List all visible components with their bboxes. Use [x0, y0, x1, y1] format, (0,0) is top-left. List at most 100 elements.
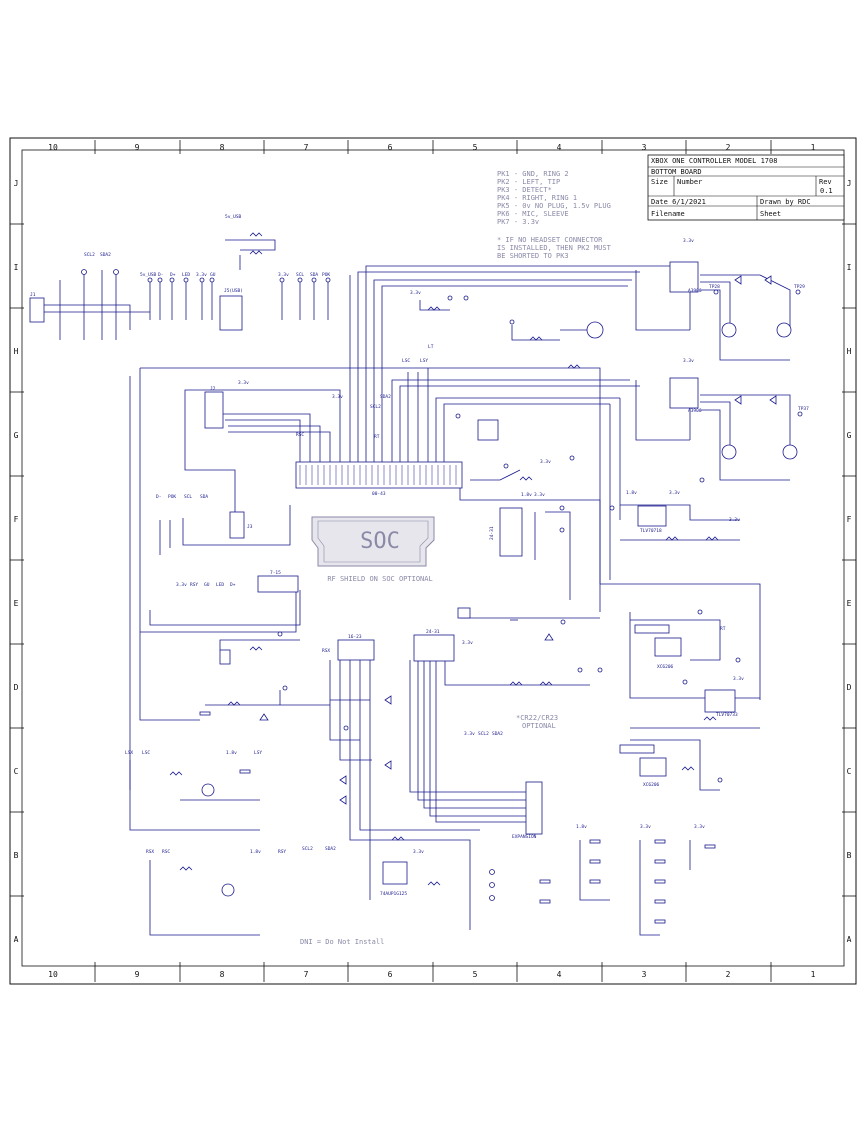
net-rsy: RSY [190, 582, 198, 588]
net-v33: 3.3v [534, 492, 545, 498]
col-label-top: 9 [135, 143, 140, 152]
title-block-drawn-by: Drawn by RDC [760, 198, 811, 206]
cr-note: *CR22/CR23 [516, 714, 558, 722]
net-dplus: D+ [170, 272, 176, 278]
net-dminus: D- [156, 494, 161, 500]
title-block-rev-label: Rev [819, 178, 832, 186]
net-sda: SDA [310, 272, 318, 278]
pad-16-23-label: 16-23 [348, 634, 362, 640]
net-scl: SCL [184, 494, 192, 500]
pad-7-15-label: 7-15 [270, 570, 281, 576]
passives [169, 232, 777, 924]
row-label-right: E [847, 599, 852, 608]
col-label-bottom: 5 [473, 970, 478, 979]
col-label-top: 7 [304, 143, 309, 152]
col-label-top: 4 [557, 143, 562, 152]
title-block-rev-value: 0.1 [820, 187, 833, 195]
title-block-subtitle: BOTTOM BOARD [651, 168, 702, 176]
title-block-filename-label: Filename [651, 210, 685, 218]
title-block-size-label: Size [651, 178, 668, 186]
headset-note: * IF NO HEADSET CONNECTOR [497, 236, 603, 244]
test-points [81, 269, 803, 901]
net-v33: 3.3v [332, 394, 343, 400]
col-label-bottom: 2 [726, 970, 731, 979]
devices [201, 321, 798, 897]
net-lsx: LSX [125, 750, 133, 756]
wiring [40, 239, 791, 936]
u2-label: 74AUP1G125 [380, 891, 407, 897]
net-gu: GU [204, 582, 210, 588]
net-scl2: SCL2 [370, 404, 381, 410]
title-block-title: XBOX ONE CONTROLLER MODEL 1708 [651, 157, 777, 165]
expansion-label: EXPANSION [512, 834, 537, 840]
net-v33: 3.3v [669, 490, 680, 496]
net-rsc: RSC [296, 432, 304, 438]
col-label-bottom: 3 [642, 970, 647, 979]
net-rt: RT [720, 626, 726, 632]
net-tp29: TP29 [794, 284, 805, 290]
net-v33: 3.3v [278, 272, 289, 278]
net-lt: LT [428, 344, 434, 350]
row-label-right: H [847, 347, 852, 356]
net-sda2: SDA2 [325, 846, 336, 852]
net-scl2: SCL2 [84, 252, 95, 258]
net-v33: 3.3v [196, 272, 207, 278]
net-led: LED [182, 272, 190, 278]
u4-label: A3906 [688, 408, 702, 414]
col-label-bottom: 10 [48, 970, 58, 979]
title-block-number-label: Number [677, 178, 702, 186]
net-lsc: LSC [402, 358, 410, 364]
net-gu: GU [210, 272, 216, 278]
row-label-right: C [847, 767, 852, 776]
net-v18: 1.8v [250, 849, 261, 855]
net-rsx: RSX [146, 849, 154, 855]
row-label-left: J [14, 179, 19, 188]
u5-label: TLV70718 [640, 528, 662, 534]
net-v33: 3.3v [410, 290, 421, 296]
pk-note: PK7 - 3.3v [497, 218, 539, 226]
net-v18: 1.8v [226, 750, 237, 756]
col-label-bottom: 1 [811, 970, 816, 979]
net-dplus: D+ [230, 582, 236, 588]
row-label-left: A [14, 935, 19, 944]
row-label-left: I [14, 263, 19, 272]
net-v18: 1.8v [576, 824, 587, 830]
net-v33: 3.3v [683, 358, 694, 364]
net-rsc: RSC [162, 849, 170, 855]
net-v5usb: 5v_USB [140, 272, 157, 278]
title-block-sheet-label: Sheet [760, 210, 781, 218]
row-label-right: D [847, 683, 852, 692]
row-label-left: G [14, 431, 19, 440]
net-v33: 3.3v [238, 380, 249, 386]
u3-label: A3906 [688, 288, 702, 294]
net-v33: 3.3v [640, 824, 651, 830]
col-label-top: 10 [48, 143, 58, 152]
pk-notes: PK1 - GND, RING 2 PK2 - LEFT, TIP PK3 - … [497, 170, 612, 260]
net-v33: 3.3v [464, 731, 475, 737]
headset-note: BE SHORTED TO PK3 [497, 252, 569, 260]
row-label-right: A [847, 935, 852, 944]
col-label-top: 1 [811, 143, 816, 152]
row-label-right: G [847, 431, 852, 440]
title-block: XBOX ONE CONTROLLER MODEL 1708 BOTTOM BO… [647, 154, 845, 221]
row-label-left: F [14, 515, 19, 524]
row-label-left: E [14, 599, 19, 608]
col-label-bottom: 8 [220, 970, 225, 979]
drawing-frame: 10 9 8 7 6 5 4 3 2 1 10 9 8 7 6 5 4 3 2 … [9, 137, 857, 985]
soc-caption: RF SHIELD ON SOC OPTIONAL [327, 575, 432, 583]
j1-label: J1 [30, 292, 36, 298]
pk-note: PK6 - MIC, SLEEVE [497, 210, 569, 218]
net-v18: 1.8v [521, 492, 532, 498]
net-v33: 3.3v [462, 640, 473, 646]
net-tp28: TP28 [709, 284, 720, 290]
row-label-right: F [847, 515, 852, 524]
net-rsy: RSY [278, 849, 286, 855]
row-label-left: D [14, 683, 19, 692]
pk-note: PK5 - 0v NO PLUG, 1.5v PLUG [497, 202, 611, 210]
headset-note: IS INSTALLED, THEN PK2 MUST [497, 244, 612, 252]
pk-note: PK2 - LEFT, TIP [497, 178, 560, 186]
pk-note: PK4 - RIGHT, RING 1 [497, 194, 577, 202]
net-lsy: LSY [254, 750, 262, 756]
soc-block: SOC RF SHIELD ON SOC OPTIONAL [311, 516, 435, 583]
row-label-left: H [14, 347, 19, 356]
